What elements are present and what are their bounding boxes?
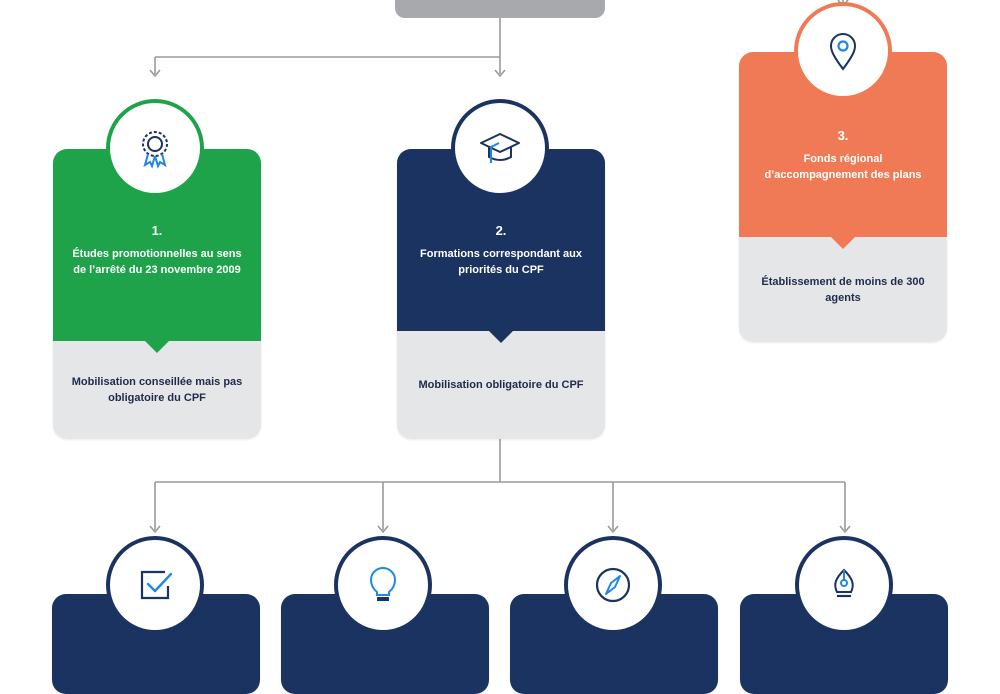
category-title: Fonds régional d’accompagnement des plan… (764, 153, 922, 181)
category-box-1: 1. Études promotionnelles au sens de l’a… (53, 149, 261, 439)
root-node (395, 0, 605, 18)
category-note: Mobilisation obligatoire du CPF (418, 379, 584, 391)
category-box-2: 2. Formations correspondant aux priorité… (397, 149, 605, 439)
compass-icon (564, 536, 662, 634)
location-pin-icon (794, 2, 892, 100)
category-note: Établissement de moins de 300 agents (761, 275, 925, 304)
category-note: Mobilisation conseillée mais pas obligat… (71, 376, 243, 404)
category-title: Études promotionnelles au sens de l’arrê… (72, 248, 242, 276)
category-number: 1. (151, 223, 163, 238)
category-number: 3. (837, 128, 849, 143)
lightbulb-icon (334, 536, 432, 634)
checkbox-icon (106, 536, 204, 634)
category-title: Formations correspondant aux priorités d… (420, 248, 582, 276)
award-ribbon-icon (106, 99, 204, 197)
graduation-cap-icon (451, 99, 549, 197)
category-number: 2. (495, 223, 507, 238)
fountain-pen-icon (795, 536, 893, 634)
